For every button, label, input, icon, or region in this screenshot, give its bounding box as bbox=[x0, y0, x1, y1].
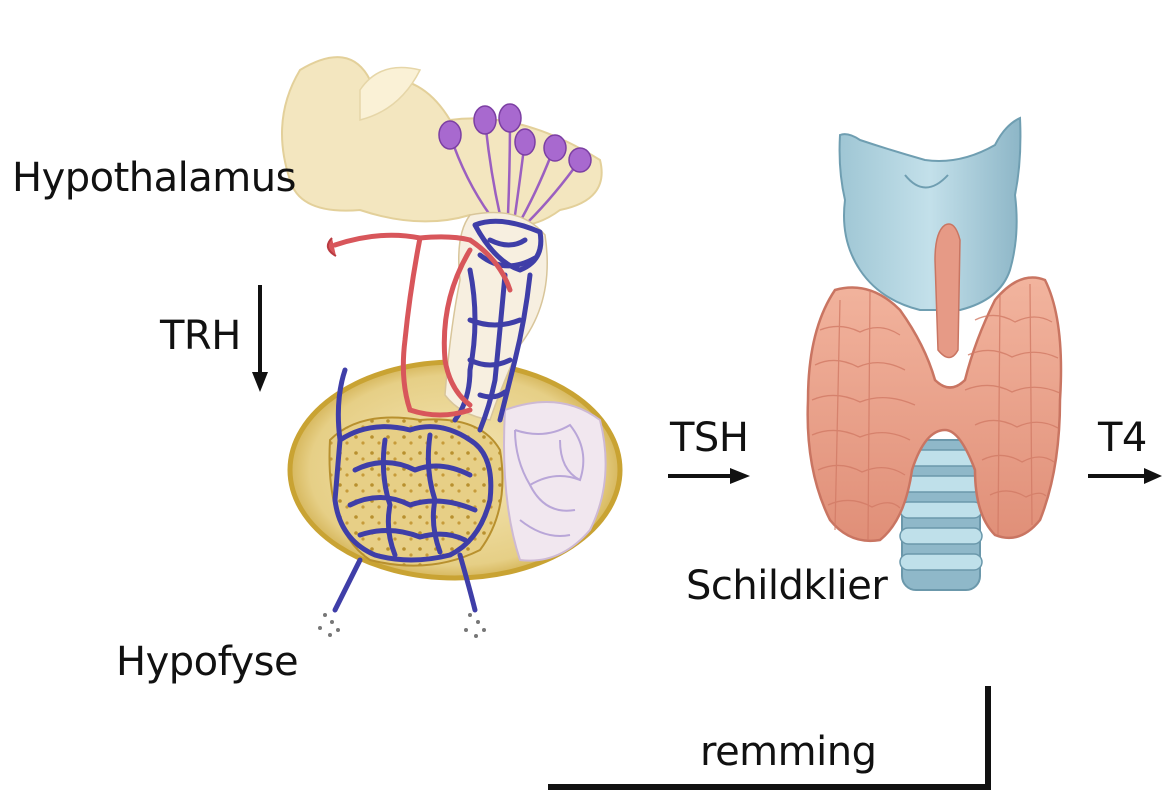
t4-label: T4 bbox=[1098, 418, 1147, 458]
remming-label: remming bbox=[700, 732, 876, 772]
hypofyse-label: Hypofyse bbox=[116, 642, 298, 682]
larynx-cartilage bbox=[840, 118, 1021, 310]
tsh-arrow bbox=[668, 468, 750, 484]
pituitary-illustration bbox=[282, 57, 620, 638]
hypothalamus-label: Hypothalamus bbox=[12, 158, 296, 198]
schildklier-label: Schildklier bbox=[686, 566, 887, 606]
outflow-dots bbox=[318, 613, 486, 638]
cricothyroid-muscle bbox=[935, 224, 960, 358]
thyroid-illustration bbox=[808, 118, 1061, 590]
trh-arrow bbox=[252, 285, 268, 392]
trh-label: TRH bbox=[160, 316, 241, 356]
tsh-label: TSH bbox=[670, 418, 748, 458]
t4-arrow bbox=[1088, 468, 1162, 484]
posterior-lobe bbox=[504, 402, 606, 561]
